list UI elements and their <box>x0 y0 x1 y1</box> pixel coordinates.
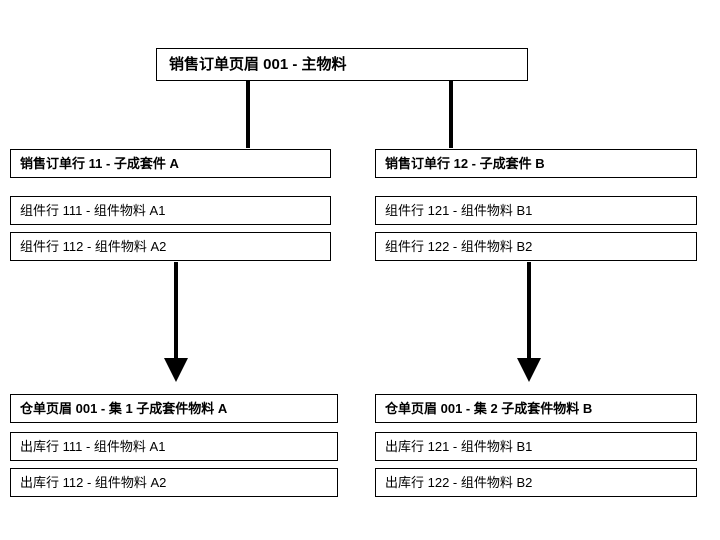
component-line-box-2-1: 组件行 121 - 组件物料 B1 <box>375 196 697 225</box>
component-line-box-1-2: 组件行 112 - 组件物料 A2 <box>10 232 331 261</box>
delivery-line-box-1-2: 出库行 112 - 组件物料 A2 <box>10 468 338 497</box>
arrow-order-to-delivery-2 <box>517 262 541 382</box>
connector-header-to-order-line-2 <box>449 80 453 148</box>
component-line-box-1-1: 组件行 111 - 组件物料 A1 <box>10 196 331 225</box>
connector-header-to-order-line-1 <box>246 80 250 148</box>
sales-order-line-box-1: 销售订单行 11 - 子成套件 A <box>10 149 331 178</box>
arrow-order-to-delivery-1 <box>164 262 188 382</box>
sales-order-line-box-2: 销售订单行 12 - 子成套件 B <box>375 149 697 178</box>
delivery-line-box-2-2: 出库行 122 - 组件物料 B2 <box>375 468 697 497</box>
delivery-line-box-2-1: 出库行 121 - 组件物料 B1 <box>375 432 697 461</box>
delivery-line-box-1-1: 出库行 111 - 组件物料 A1 <box>10 432 338 461</box>
sales-order-header-box: 销售订单页眉 001 - 主物料 <box>156 48 528 81</box>
delivery-header-box-2: 仓单页眉 001 - 集 2 子成套件物料 B <box>375 394 697 423</box>
delivery-header-box-1: 仓单页眉 001 - 集 1 子成套件物料 A <box>10 394 338 423</box>
component-line-box-2-2: 组件行 122 - 组件物料 B2 <box>375 232 697 261</box>
